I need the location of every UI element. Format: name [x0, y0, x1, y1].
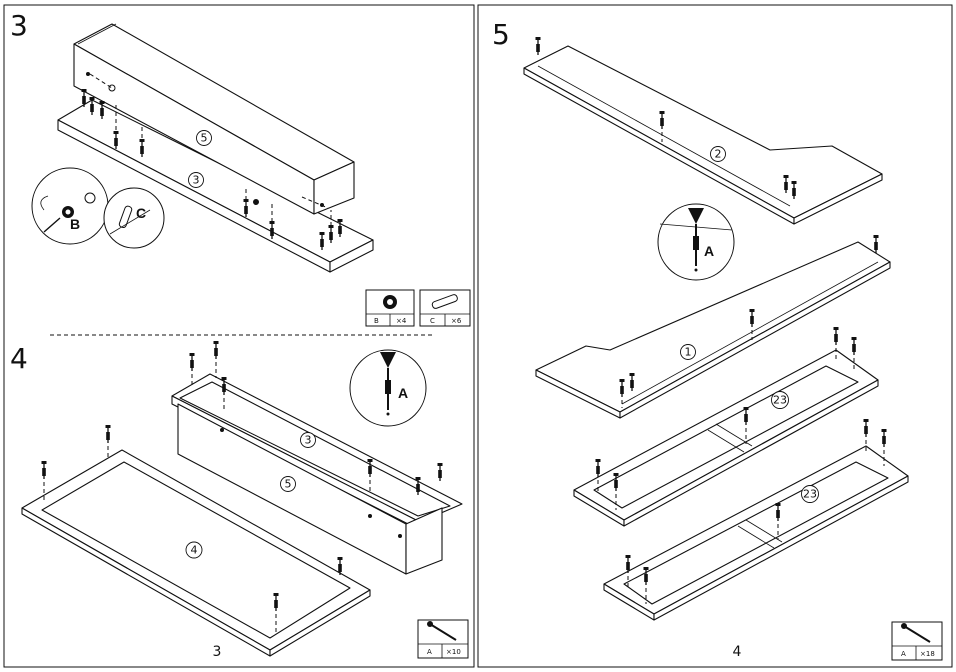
- step-3-number: 3: [10, 9, 28, 42]
- hardware-a10-qty: ×10: [446, 648, 461, 656]
- hardware-c-qty: ×6: [451, 317, 462, 325]
- part-label-2: 2: [715, 148, 722, 161]
- detail-a-magnifier-step4: [349, 349, 427, 427]
- detail-b-label: B: [70, 216, 80, 232]
- part-label-3-step4: 3: [305, 434, 312, 447]
- page-number-right: 4: [733, 644, 742, 660]
- detail-c-label: C: [136, 205, 146, 221]
- part-label-1: 1: [685, 346, 692, 359]
- hardware-a18-code: A: [901, 650, 906, 658]
- part-label-4: 4: [191, 544, 198, 557]
- hardware-c-code: C: [430, 317, 435, 325]
- part-label-3: 3: [193, 174, 200, 187]
- step-5-number: 5: [492, 18, 510, 51]
- right-panel-frame: [477, 4, 953, 668]
- page-number-left: 3: [213, 644, 222, 660]
- part-label-23-top: 23: [773, 394, 787, 407]
- left-panel-frame: [3, 4, 475, 668]
- hardware-a10-code: A: [427, 648, 432, 656]
- hardware-box-c: [419, 289, 471, 327]
- hardware-box-b: [365, 289, 415, 327]
- step-3-assembly: [57, 23, 374, 273]
- hardware-box-a-18: [891, 621, 943, 661]
- detail-a-label-step5: A: [704, 243, 714, 259]
- hardware-b-qty: ×4: [396, 317, 407, 325]
- step-5-assembly: [523, 36, 909, 621]
- detail-b-magnifier: [31, 167, 109, 245]
- part-label-5-step4: 5: [285, 478, 292, 491]
- detail-a-magnifier-step5: [657, 203, 735, 281]
- hardware-b-code: B: [374, 317, 379, 325]
- detail-a-label-step4: A: [398, 385, 408, 401]
- step-4-assembly: [21, 340, 463, 657]
- part-label-23-bottom: 23: [803, 488, 817, 501]
- part-label-5: 5: [201, 132, 208, 145]
- hardware-box-a-10: [417, 619, 469, 659]
- detail-c-magnifier: [103, 187, 165, 249]
- step-4-number: 4: [10, 342, 28, 375]
- hardware-a18-qty: ×18: [920, 650, 935, 658]
